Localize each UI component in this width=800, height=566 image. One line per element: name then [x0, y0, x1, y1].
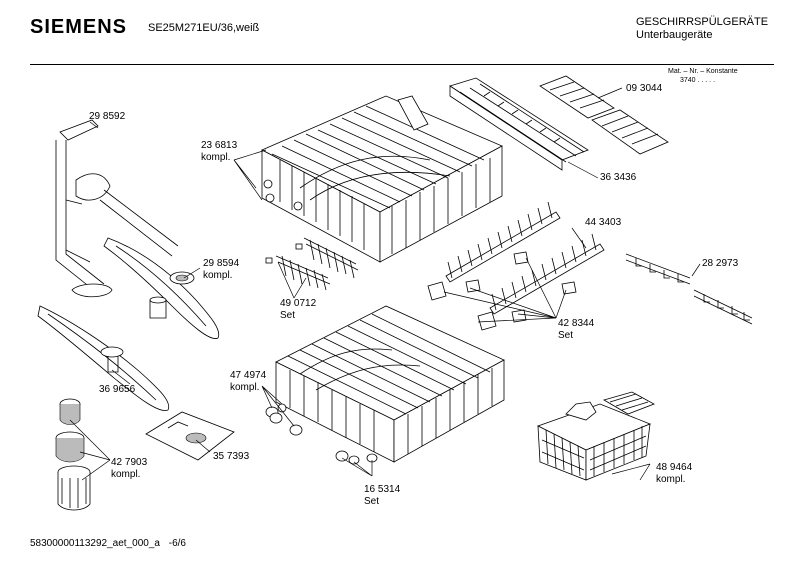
part-label-489464: 48 9464 kompl. [656, 462, 692, 486]
part-label-236813: 23 6813 kompl. [201, 140, 237, 164]
small-tine-set-drawing [265, 237, 359, 291]
part-label-165314: 16 5314 Set [364, 484, 400, 508]
part-qualifier: Set [558, 330, 574, 341]
part-number: 49 0712 [280, 298, 317, 309]
leader-lines [69, 87, 701, 481]
part-number: 44 3403 [585, 217, 622, 228]
spray-pipe-drawing [55, 119, 179, 298]
part-number: 16 5314 [364, 484, 401, 495]
part-qualifier: kompl. [203, 270, 233, 281]
part-qualifier: Set [280, 310, 296, 321]
part-qualifier: kompl. [111, 469, 141, 480]
part-number: 48 9464 [656, 462, 693, 473]
part-label-363436: 36 3436 [600, 172, 636, 184]
brand-logo: SIEMENS [30, 16, 128, 38]
part-qualifier: Set [364, 496, 380, 507]
part-label-443403: 44 3403 [585, 217, 621, 229]
model-number: SE25M271EU/36,weiß [148, 22, 260, 34]
part-number: 29 8592 [89, 111, 126, 122]
mat-nr-label: Mat. – Nr. – Konstante [668, 68, 738, 75]
document-footer: 58300000113292_aet_000_a -6/6 [30, 538, 186, 549]
cutlery-strip-drawing [625, 253, 753, 325]
part-number: 42 8344 [558, 318, 595, 329]
part-number: 36 9656 [99, 384, 136, 395]
part-label-428344: 42 8344 Set [558, 318, 594, 342]
page-number: -6/6 [168, 538, 186, 549]
lower-basket-drawing [265, 305, 505, 465]
part-label-282973: 28 2973 [702, 258, 738, 270]
flat-filter-drawing [145, 411, 235, 461]
part-qualifier: kompl. [230, 382, 260, 393]
part-number: 09 3044 [626, 83, 663, 94]
lower-spray-arm-drawing [37, 305, 170, 411]
category-subtitle: Unterbaugeräte [636, 29, 713, 41]
part-number: 29 8594 [203, 258, 240, 269]
part-qualifier: kompl. [201, 152, 231, 163]
part-number: 28 2973 [702, 258, 739, 269]
category-title: GESCHIRRSPÜLGERÄTE [636, 16, 769, 28]
part-label-474974: 47 4974 kompl. [230, 370, 266, 394]
upper-spray-arm-drawing [103, 237, 220, 339]
part-label-490712: 49 0712 Set [280, 298, 316, 322]
part-label-298592: 29 8592 [89, 111, 125, 123]
part-label-427903: 42 7903 kompl. [111, 457, 147, 481]
part-label-357393: 35 7393 [213, 451, 249, 463]
part-label-093044: 09 3044 [626, 83, 662, 95]
part-number: 42 7903 [111, 457, 148, 468]
clip-set-drawing [427, 251, 577, 331]
mat-nr-value: 3740 . . . . . [680, 77, 716, 84]
part-number: 47 4974 [230, 370, 267, 381]
part-qualifier: kompl. [656, 474, 686, 485]
header-divider [30, 64, 774, 65]
tine-strip-drawing [445, 201, 605, 315]
cutlery-basket-drawing [536, 391, 655, 481]
part-label-369656: 36 9656 [99, 384, 135, 396]
filter-set-drawing [55, 398, 91, 511]
document-code: 58300000113292_aet_000_a [30, 538, 160, 549]
upper-basket-drawing [261, 95, 503, 263]
part-number: 36 3436 [600, 172, 637, 183]
part-label-298594: 29 8594 kompl. [203, 258, 239, 282]
basket-rail-drawing [449, 75, 669, 171]
part-number: 23 6813 [201, 140, 238, 151]
part-number: 35 7393 [213, 451, 250, 462]
